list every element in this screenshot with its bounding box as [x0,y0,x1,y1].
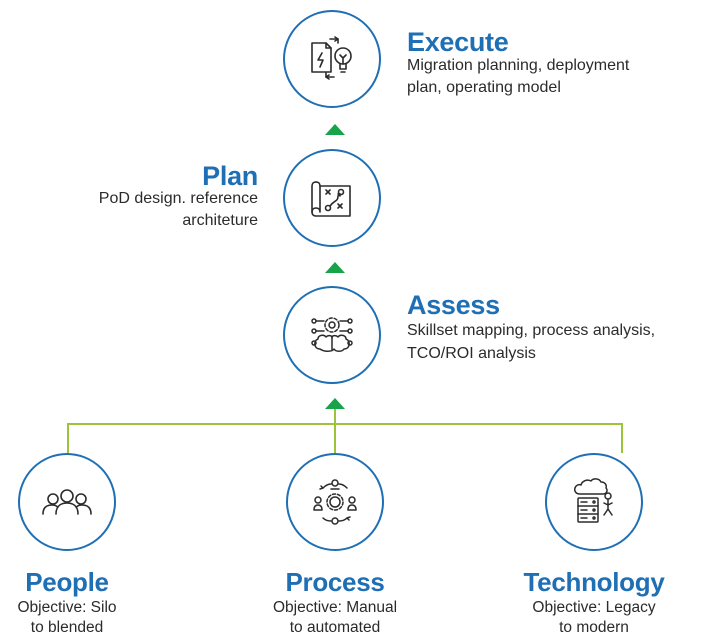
technology-description-line2: to modern [559,619,629,636]
plan-description-line1: PoD design. reference [98,190,258,207]
arrow-plan-to-execute [325,124,345,135]
technology-title: Technology [523,567,665,597]
process-circle [286,453,384,551]
tree-branch-technology [621,423,623,453]
execute-description-line1: Migration planning, deployment [407,57,630,74]
tree-branch-process [334,423,336,453]
technology-description-line1: Objective: Legacy [532,599,656,616]
technology-circle [545,453,643,551]
document-lightbulb-icon [311,36,352,80]
process-cycle-icon [313,479,357,525]
assess-title: Assess [407,290,500,320]
server-cloud-icon [574,478,613,523]
execute-circle [283,10,381,108]
people-description-line1: Objective: Silo [17,599,117,616]
arrow-pillars-to-assess [325,398,345,409]
tree-horizontal-line [67,423,623,425]
execute-title: Execute [407,27,509,57]
execute-description-line2: plan, operating model [407,79,561,96]
people-description-line2: to blended [30,619,104,636]
arrow-assess-to-plan [325,262,345,273]
process-title: Process [285,567,385,597]
people-title: People [25,567,109,597]
assess-description-line2: TCO/ROI analysis [407,345,536,362]
plan-description-line2: architeture [182,212,258,229]
process-description-line1: Objective: Manual [272,599,398,616]
strategy-map-icon [311,181,351,217]
people-group-icon [42,489,92,515]
assess-description-line1: Skillset mapping, process analysis, [407,322,656,339]
plan-circle [283,149,381,247]
brain-gears-icon [311,317,353,352]
assess-circle [283,286,381,384]
process-description-line2: to automated [289,619,381,636]
plan-title: Plan [202,161,258,191]
tree-trunk-line [334,408,336,424]
tree-branch-people [67,423,69,453]
people-circle [18,453,116,551]
